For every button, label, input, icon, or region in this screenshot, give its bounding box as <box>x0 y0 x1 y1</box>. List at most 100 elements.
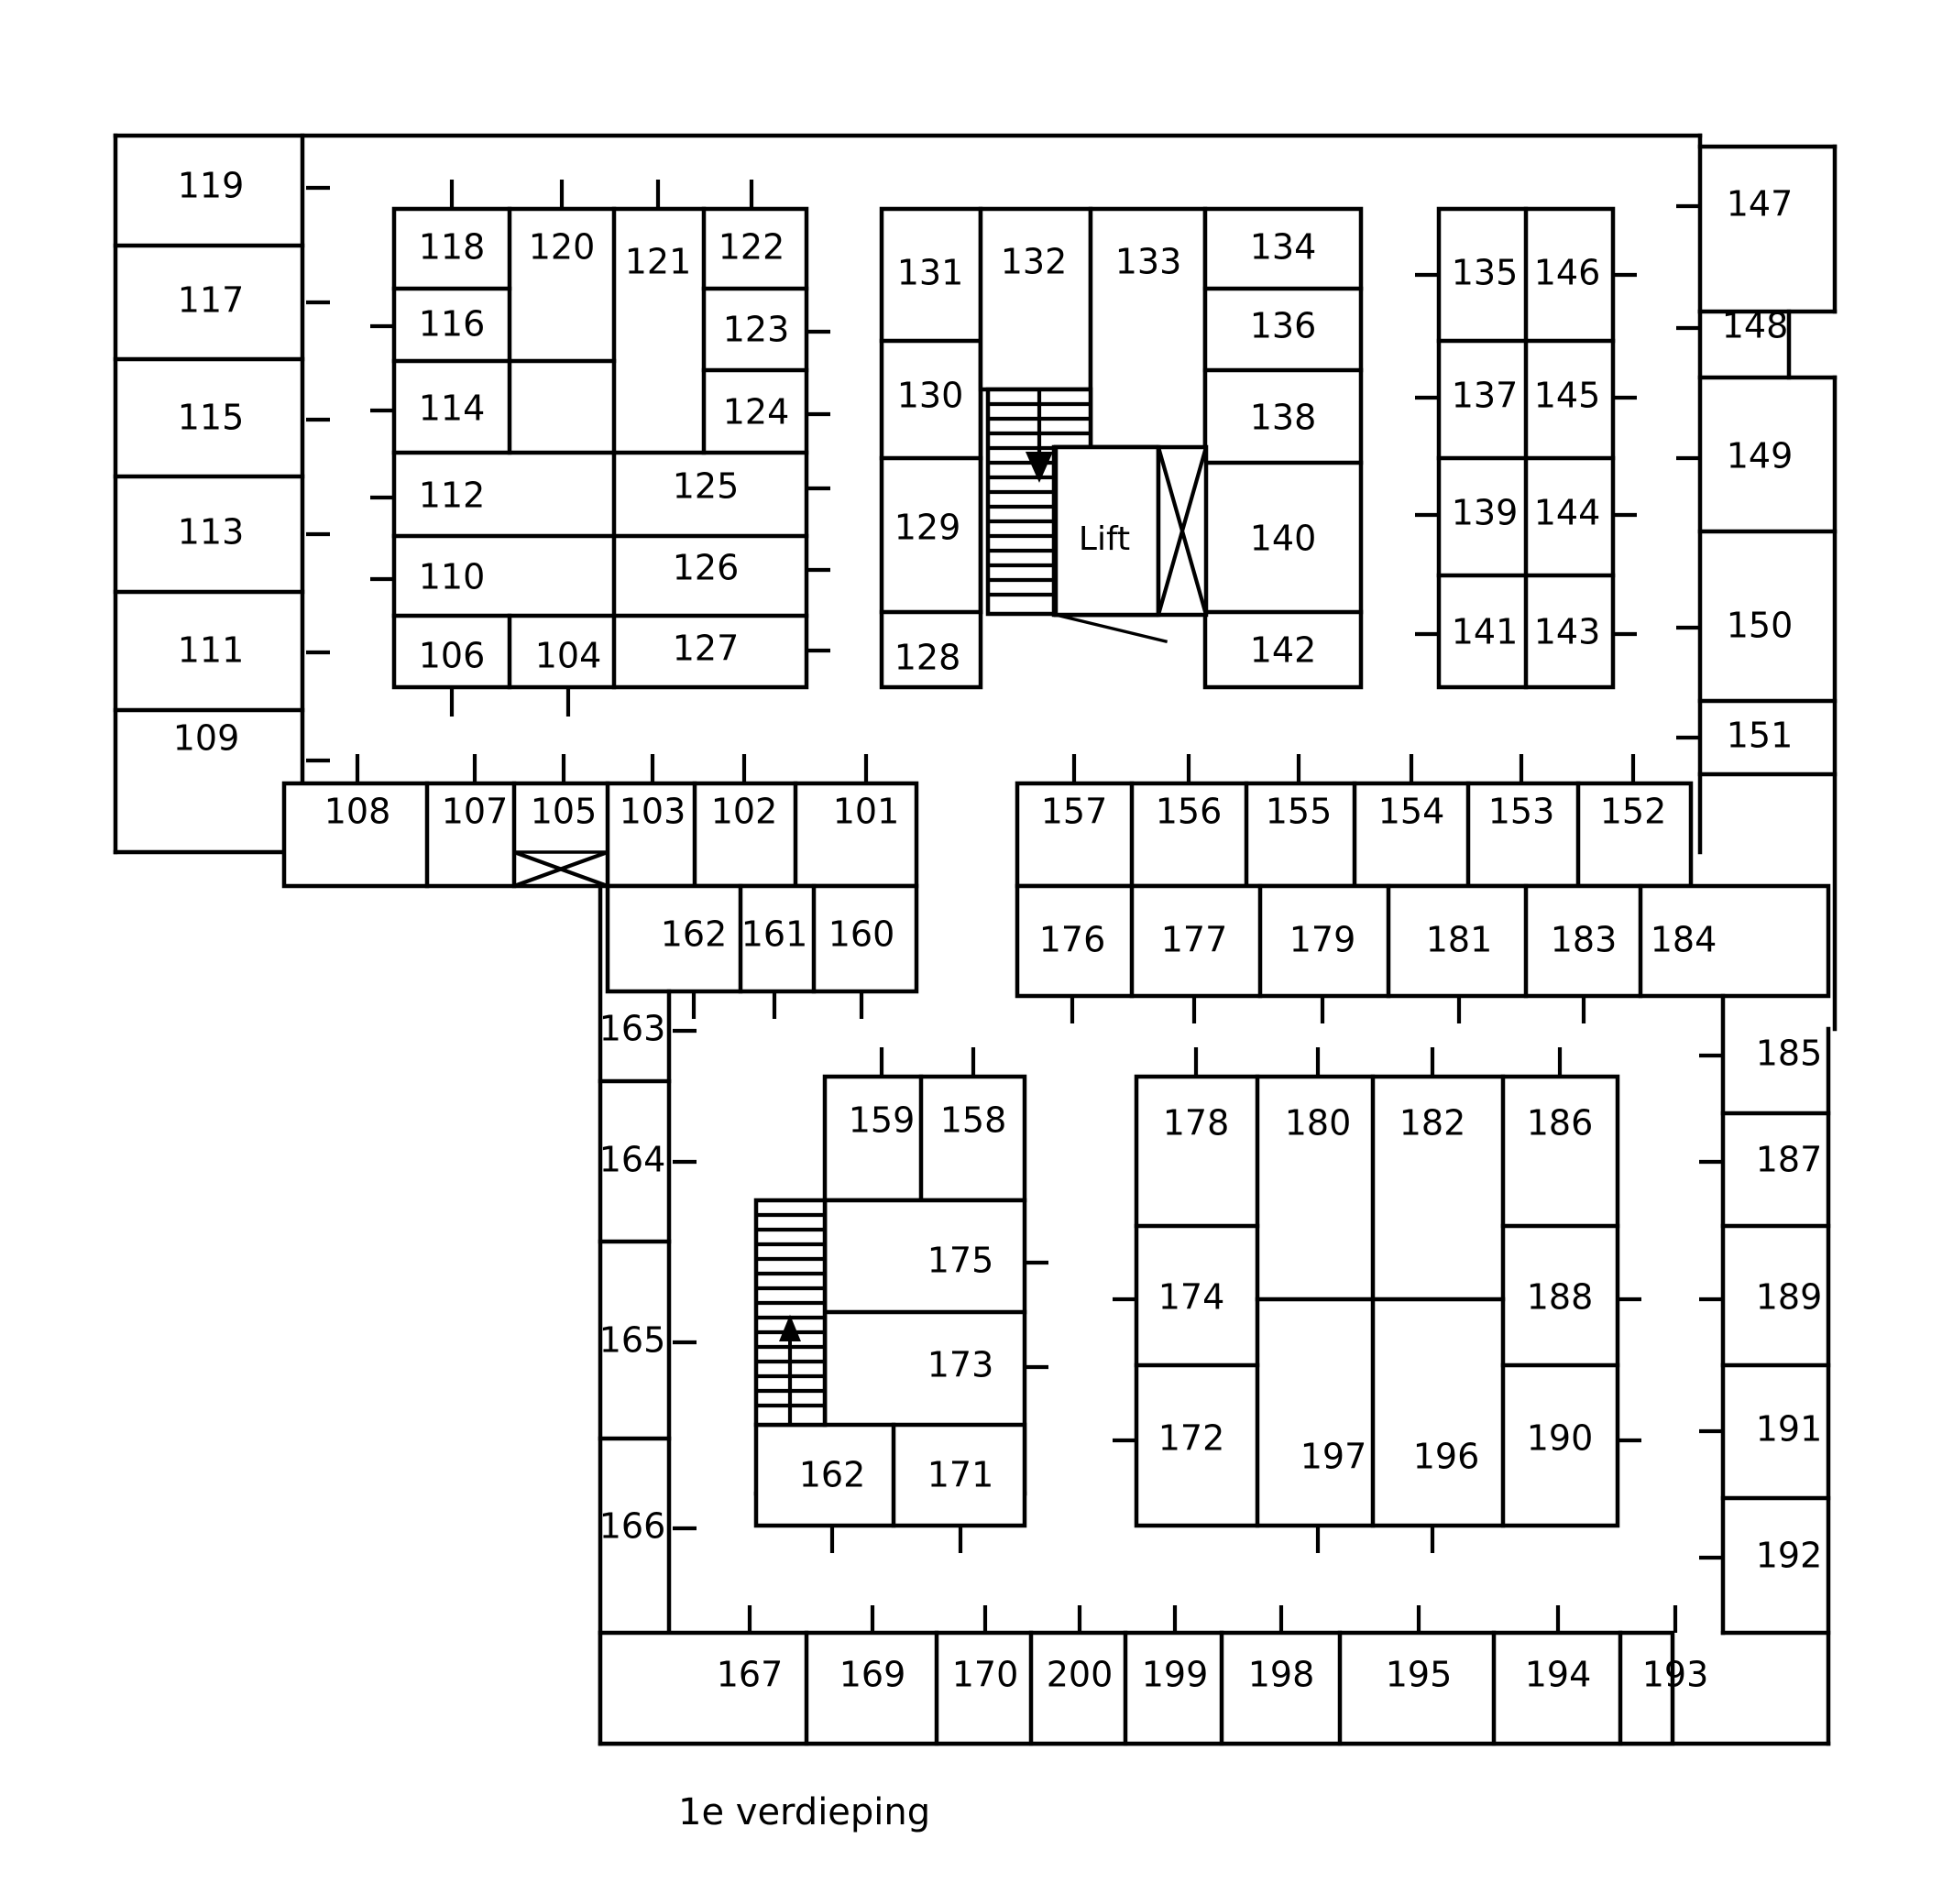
room-label-120: 120 <box>529 227 596 268</box>
room-label-113: 113 <box>178 512 245 553</box>
room-label-127: 127 <box>673 629 740 669</box>
room-label-104: 104 <box>535 636 602 676</box>
room-label-132: 132 <box>1001 242 1068 282</box>
room-label-158: 158 <box>940 1100 1007 1141</box>
east-outer-rooms <box>1676 203 1838 855</box>
room-label-195: 195 <box>1386 1655 1453 1695</box>
room-label-112: 112 <box>419 476 486 516</box>
room-label-102: 102 <box>711 792 778 832</box>
room-label-165: 165 <box>599 1320 666 1361</box>
room-label-109: 109 <box>173 718 240 759</box>
room-label-136: 136 <box>1250 306 1317 346</box>
room-label-156: 156 <box>1156 792 1223 832</box>
north-corridor-east <box>1015 754 1694 889</box>
room-label-197: 197 <box>1300 1437 1367 1477</box>
room-label-117: 117 <box>178 280 245 321</box>
southeast-outer-rooms <box>1699 993 1831 1636</box>
room-label-161: 161 <box>741 914 808 955</box>
room-label-193: 193 <box>1642 1655 1709 1695</box>
mid-row-east <box>1015 883 1831 1023</box>
room-label-191: 191 <box>1756 1409 1823 1450</box>
room-label-153: 153 <box>1488 792 1555 832</box>
room-label-199: 199 <box>1142 1655 1209 1695</box>
floor-caption: 1e verdieping <box>678 1791 931 1833</box>
room-label-187: 187 <box>1756 1140 1823 1180</box>
lift-label: Lift <box>1079 520 1130 558</box>
room-label-118: 118 <box>419 227 486 268</box>
northwest-block <box>370 180 830 717</box>
south-block-east <box>1113 1047 1641 1553</box>
room-label-144: 144 <box>1534 493 1601 533</box>
room-label-198: 198 <box>1248 1655 1315 1695</box>
room-label-176: 176 <box>1039 920 1106 960</box>
room-label-163: 163 <box>599 1009 666 1049</box>
room-label-164: 164 <box>599 1140 666 1180</box>
room-label-142: 142 <box>1250 630 1317 671</box>
room-label-173: 173 <box>927 1345 994 1385</box>
room-label-172: 172 <box>1158 1418 1225 1459</box>
room-label-182: 182 <box>1399 1103 1466 1143</box>
room-label-154: 154 <box>1378 792 1445 832</box>
room-label-106: 106 <box>419 636 486 676</box>
room-label-119: 119 <box>178 166 245 206</box>
room-label-189: 189 <box>1756 1277 1823 1318</box>
room-label-147: 147 <box>1727 184 1794 224</box>
room-label-115: 115 <box>178 398 245 438</box>
room-label-200: 200 <box>1047 1655 1114 1695</box>
room-label-162: 162 <box>661 914 728 955</box>
room-label-129: 129 <box>894 508 961 548</box>
room-label-145: 145 <box>1534 376 1601 416</box>
room-label-188: 188 <box>1527 1277 1594 1318</box>
room-label-103: 103 <box>620 792 686 832</box>
room-label-155: 155 <box>1266 792 1333 832</box>
room-label-166: 166 <box>599 1506 666 1547</box>
room-label-121: 121 <box>625 242 692 282</box>
north-corridor-west <box>281 754 919 889</box>
room-label-196: 196 <box>1413 1437 1480 1477</box>
room-label-181: 181 <box>1426 920 1493 960</box>
room-label-137: 137 <box>1452 376 1519 416</box>
room-label-110: 110 <box>419 557 486 597</box>
room-label-130: 130 <box>897 376 964 416</box>
room-label-146: 146 <box>1534 253 1601 293</box>
room-label-105: 105 <box>531 792 598 832</box>
room-label-169: 169 <box>839 1655 906 1695</box>
room-label-151: 151 <box>1727 716 1794 756</box>
room-label-194: 194 <box>1525 1655 1592 1695</box>
room-label-126: 126 <box>673 548 740 588</box>
room-label-167: 167 <box>717 1655 784 1695</box>
room-label-122: 122 <box>719 227 785 268</box>
room-label-135: 135 <box>1452 253 1519 293</box>
west-outer-rooms <box>113 133 330 855</box>
room-label-128: 128 <box>894 638 961 678</box>
room-label-157: 157 <box>1041 792 1108 832</box>
room-label-139: 139 <box>1452 493 1519 533</box>
room-label-101: 101 <box>833 792 900 832</box>
room-label-133: 133 <box>1115 242 1182 282</box>
room-label-123: 123 <box>723 310 790 350</box>
room-label-152: 152 <box>1600 792 1667 832</box>
south-corridor-row <box>598 1605 1678 1746</box>
room-label-140: 140 <box>1250 519 1317 559</box>
room-label-174: 174 <box>1158 1277 1225 1318</box>
room-label-171: 171 <box>927 1455 994 1495</box>
room-label-131: 131 <box>897 253 964 293</box>
mid-row-west <box>605 883 919 1019</box>
room-label-184: 184 <box>1651 920 1717 960</box>
room-label-141: 141 <box>1452 612 1519 652</box>
room-label-186: 186 <box>1527 1103 1594 1143</box>
room-label-138: 138 <box>1250 398 1317 438</box>
room-label-114: 114 <box>419 388 486 429</box>
room-label-159: 159 <box>849 1100 916 1141</box>
room-label-125: 125 <box>673 466 740 507</box>
room-label-190: 190 <box>1527 1418 1594 1459</box>
room-label-180: 180 <box>1285 1103 1352 1143</box>
room-label-149: 149 <box>1727 436 1794 476</box>
room-label-143: 143 <box>1534 612 1601 652</box>
south-block-west <box>753 1047 1048 1553</box>
room-label-178: 178 <box>1163 1103 1230 1143</box>
room-label-134: 134 <box>1250 227 1317 268</box>
room-label-150: 150 <box>1727 606 1794 646</box>
room-label-162: 162 <box>799 1455 866 1495</box>
